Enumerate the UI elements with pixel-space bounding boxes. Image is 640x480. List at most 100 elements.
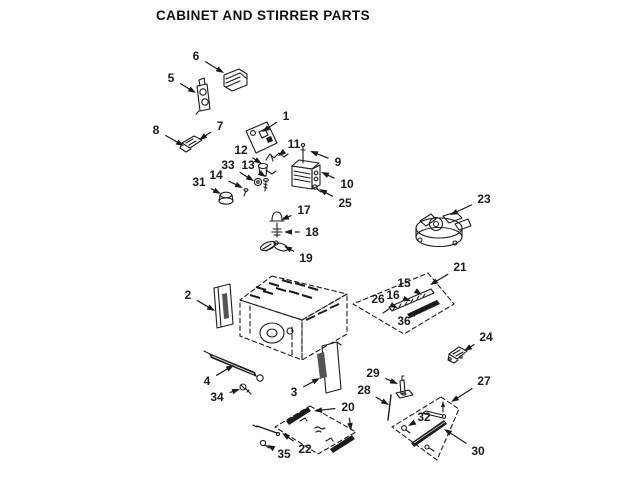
- cabinet-outline: [239, 275, 348, 361]
- part-27-panel: [391, 396, 460, 461]
- part-number-11: 11: [288, 137, 301, 151]
- part-number-35: 35: [277, 447, 291, 461]
- part-3-trim-panel: [317, 341, 342, 394]
- callout-33: 33: [221, 158, 254, 181]
- part-number-30: 30: [471, 444, 485, 458]
- part-19-stirrer-blade: [259, 240, 289, 252]
- callout-19: 19: [284, 246, 313, 265]
- part-4-rod: [203, 350, 264, 382]
- part-number-6: 6: [193, 49, 200, 63]
- callout-25: 25: [319, 189, 352, 210]
- callout-20: 20: [314, 400, 355, 431]
- callout-5: 5: [168, 71, 196, 93]
- callout-18: 18: [284, 225, 319, 239]
- callout-24: 24: [464, 330, 493, 351]
- part-34-screw: [239, 383, 252, 395]
- part-11-clip: [265, 152, 289, 162]
- part-24-clip: [447, 346, 468, 364]
- part-number-26: 26: [371, 292, 385, 306]
- callout-32: 32: [408, 410, 431, 426]
- part-25-screw: [312, 184, 322, 193]
- page-title: CABINET AND STIRRER PARTS: [156, 8, 370, 23]
- callout-10: 10: [321, 172, 354, 191]
- part-22-rod: [252, 424, 281, 437]
- part-number-28: 28: [357, 383, 371, 397]
- part-1-board: [245, 121, 278, 154]
- callout-29: 29: [366, 366, 398, 384]
- callout-6: 6: [193, 49, 224, 73]
- part-callouts: 1234567891011121314151617181920212223242…: [153, 49, 493, 461]
- part-9-10-motor: [291, 142, 321, 190]
- part-5-bracket: [195, 77, 211, 115]
- part-number-13: 13: [241, 158, 255, 172]
- part-number-12: 12: [234, 143, 248, 157]
- part-31-grommet: [218, 191, 234, 205]
- part-number-3: 3: [291, 385, 298, 399]
- part-number-19: 19: [299, 251, 313, 265]
- part-35-screw: [259, 439, 270, 449]
- part-number-31: 31: [192, 175, 206, 189]
- parts-illustrations: [179, 68, 472, 461]
- part-number-15: 15: [397, 276, 411, 290]
- callout-22: 22: [282, 433, 312, 456]
- callout-27: 27: [451, 374, 491, 402]
- part-2-trim-panel: [213, 283, 234, 329]
- part-15-16-vent-rod: [382, 288, 435, 314]
- part-33-washer: [253, 177, 263, 187]
- part-29-bracket: [395, 375, 414, 399]
- part-number-34: 34: [210, 390, 224, 404]
- part-number-23: 23: [477, 192, 491, 206]
- part-27-small-rod: [422, 410, 447, 420]
- callout-15: 15: [397, 276, 422, 295]
- callout-2: 2: [185, 288, 215, 311]
- part-18-bushing: [271, 222, 283, 238]
- callout-31: 31: [192, 175, 221, 194]
- part-number-24: 24: [479, 330, 493, 344]
- part-number-18: 18: [305, 225, 319, 239]
- callout-26: 26: [371, 292, 398, 308]
- part-32-screw: [401, 425, 411, 434]
- part-6-duct-block: [223, 68, 248, 92]
- part-number-1: 1: [283, 109, 290, 123]
- part-27-bottom-screw: [424, 444, 435, 452]
- part-number-16: 16: [386, 288, 400, 302]
- part-number-2: 2: [185, 288, 192, 302]
- part-number-5: 5: [168, 71, 175, 85]
- part-number-14: 14: [209, 168, 223, 182]
- part-23-stirrer-motor: [415, 211, 472, 248]
- part-number-25: 25: [338, 196, 352, 210]
- callout-9: 9: [310, 151, 342, 169]
- callout-12: 12: [234, 143, 262, 164]
- part-7-8-latch: [179, 135, 203, 153]
- callout-4: 4: [204, 365, 234, 388]
- part-30-rod: [411, 420, 447, 447]
- part-number-29: 29: [366, 366, 380, 380]
- part-20-tray: [274, 405, 357, 455]
- callout-34: 34: [210, 388, 240, 404]
- callout-16: 16: [386, 288, 411, 302]
- part-number-7: 7: [217, 119, 224, 133]
- callout-36: 36: [397, 310, 419, 328]
- part-number-9: 9: [335, 155, 342, 169]
- part-21-panel: [352, 272, 455, 335]
- callout-1: 1: [262, 109, 290, 132]
- part-number-8: 8: [153, 123, 160, 137]
- callout-7: 7: [199, 119, 224, 140]
- callout-30: 30: [444, 429, 485, 458]
- part-number-10: 10: [340, 177, 354, 191]
- callout-35: 35: [267, 445, 291, 461]
- part-number-20: 20: [341, 400, 355, 414]
- part-17-cap: [269, 211, 285, 222]
- callout-11: 11: [278, 137, 301, 156]
- callout-17: 17: [281, 203, 311, 220]
- part-28-rod: [387, 394, 392, 421]
- part-number-17: 17: [297, 203, 311, 217]
- callout-23: 23: [450, 192, 491, 215]
- part-number-27: 27: [477, 374, 491, 388]
- callout-21: 21: [430, 260, 467, 285]
- callout-28: 28: [357, 383, 389, 405]
- part-number-22: 22: [298, 442, 312, 456]
- callout-3: 3: [291, 378, 320, 399]
- part-number-4: 4: [204, 374, 211, 388]
- part-number-21: 21: [453, 260, 467, 274]
